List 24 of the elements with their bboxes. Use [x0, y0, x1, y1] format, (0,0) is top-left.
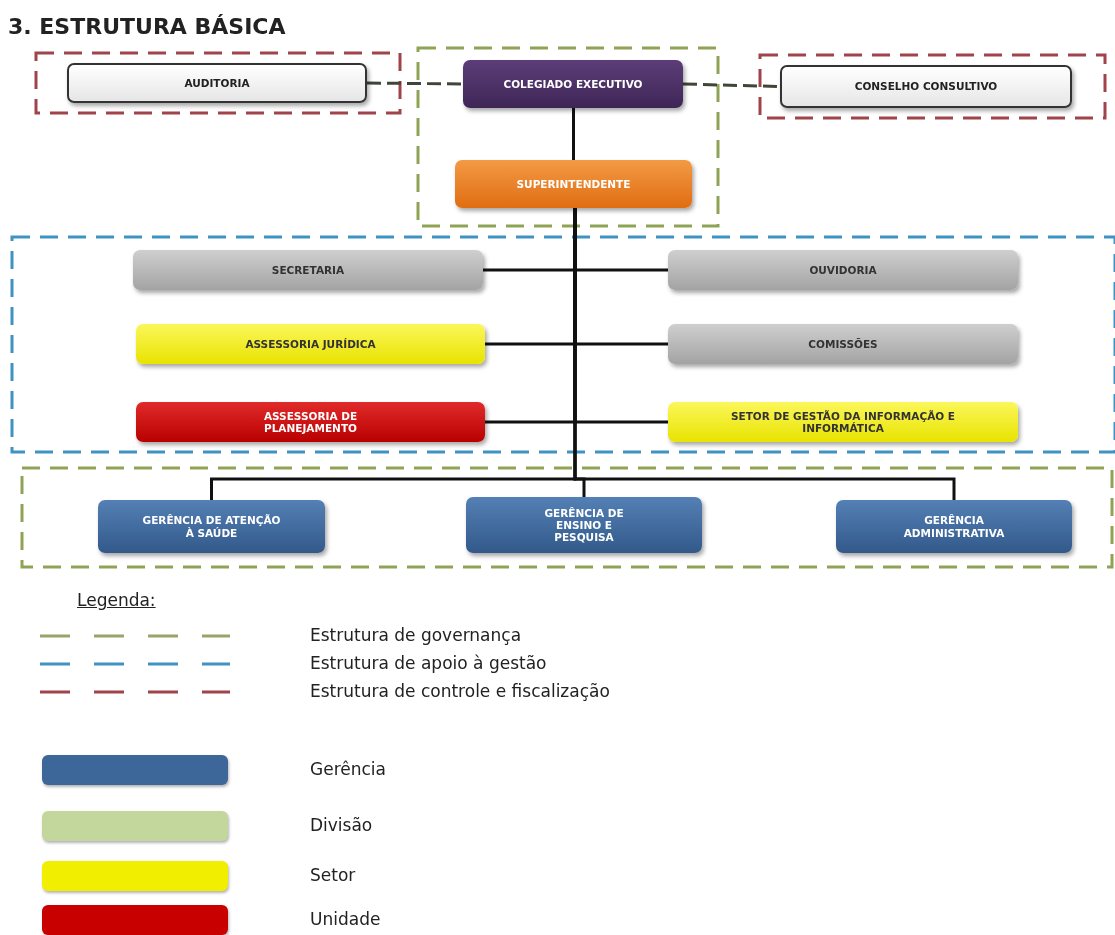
org-box: SUPERINTENDENTE — [455, 160, 692, 208]
legend-label: Gerência — [310, 759, 386, 779]
org-box: COMISSÕES — [668, 324, 1018, 364]
org-box: GERÊNCIA DE ATENÇÃO À SAÚDE — [98, 500, 325, 553]
legend-label: Estrutura de controle e fiscalização — [310, 681, 610, 701]
org-box: SETOR DE GESTÃO DA INFORMAÇÃO E INFORMÁTICA — [668, 402, 1018, 442]
org-box: CONSELHO CONSULTIVO — [780, 65, 1072, 108]
legend-label: Estrutura de apoio à gestão — [310, 653, 547, 673]
connector-line — [572, 108, 575, 160]
org-box: COLEGIADO EXECUTIVO — [463, 60, 683, 108]
connector-line — [367, 81, 463, 86]
org-box: GERÊNCIA ADMINISTRATIVA — [836, 500, 1072, 553]
org-box: ASSESSORIA DE PLANEJAMENTO — [136, 402, 485, 442]
title: 3. ESTRUTURA BÁSICA — [8, 14, 286, 39]
org-box: AUDITORIA — [67, 63, 367, 103]
org-box: OUVIDORIA — [668, 250, 1018, 290]
legend-label: Setor — [310, 865, 356, 885]
org-box: SECRETARIA — [133, 250, 483, 290]
org-box: GERÊNCIA DE ENSINO E PESQUISA — [466, 497, 702, 553]
org-box: ASSESSORIA JURÍDICA — [136, 324, 485, 364]
legend-heading: Legenda: — [77, 590, 156, 610]
legend-label: Estrutura de governança — [310, 625, 522, 645]
legend-label: Unidade — [310, 909, 381, 929]
legend-label: Divisão — [310, 815, 373, 835]
